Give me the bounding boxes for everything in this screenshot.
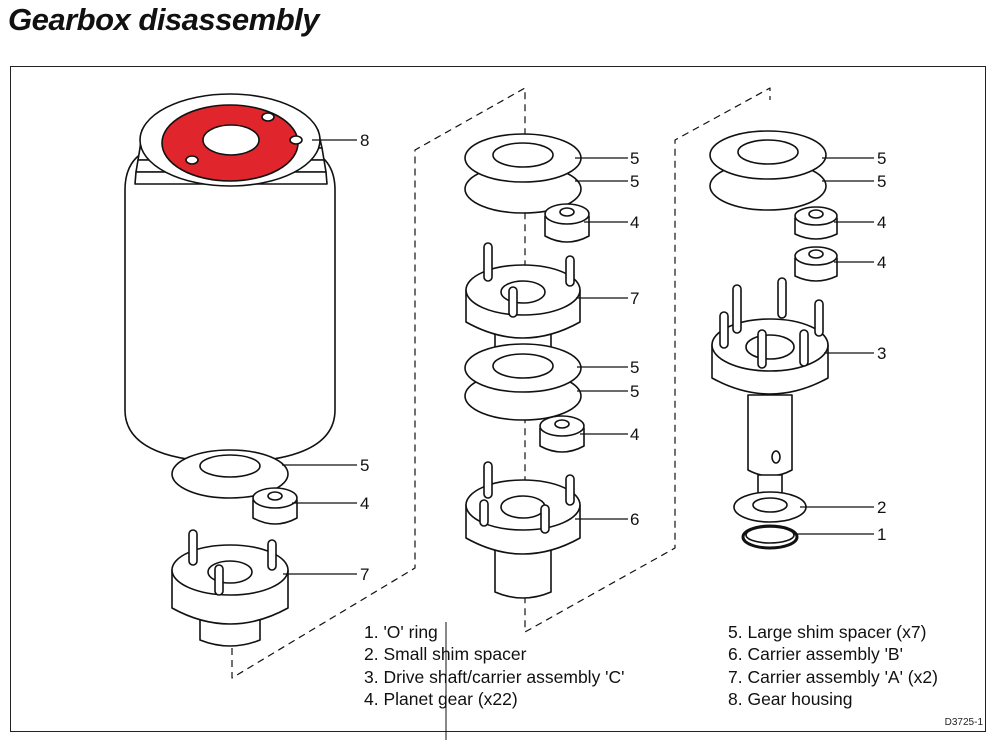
callout-5: 5 [877, 172, 886, 191]
drive-shaft-carrier-c [711, 277, 829, 514]
callout-numbers: 8 5 4 7 5 5 4 7 5 5 4 6 5 5 4 4 3 2 1 [360, 131, 886, 584]
callout-7: 7 [630, 289, 639, 308]
carrier-assembly-b [465, 461, 581, 599]
callout-4: 4 [630, 213, 639, 232]
legend-item: 2. Small shim spacer [364, 644, 527, 665]
o-ring [741, 524, 799, 550]
carrier-assembly-a-left [171, 529, 289, 647]
middle-spacers-lower [464, 343, 582, 421]
page-title: Gearbox disassembly [8, 2, 320, 37]
carrier-assembly-a-middle [465, 242, 581, 367]
leader-lines [282, 139, 874, 740]
callout-5: 5 [360, 456, 369, 475]
callout-1: 1 [877, 525, 886, 544]
callout-4: 4 [360, 494, 369, 513]
legend-item: 3. Drive shaft/carrier assembly 'C' [364, 666, 625, 687]
legend-item: 4. Planet gear (x22) [364, 689, 518, 710]
callout-4: 4 [877, 253, 886, 272]
legend-item: 6. Carrier assembly 'B' [728, 644, 903, 665]
callout-6: 6 [630, 510, 639, 529]
callout-8: 8 [360, 131, 369, 150]
callout-4: 4 [877, 213, 886, 232]
callout-5: 5 [630, 149, 639, 168]
callout-5: 5 [630, 172, 639, 191]
legend-item: 1. 'O' ring [364, 622, 438, 642]
callout-5: 5 [630, 382, 639, 401]
diagram-frame [10, 66, 986, 732]
planet-gear-icon [539, 415, 585, 453]
small-shim-spacer [733, 491, 807, 523]
middle-spacers-top [464, 133, 582, 214]
legend-item: 5. Large shim spacer (x7) [728, 622, 927, 642]
legend-item: 7. Carrier assembly 'A' (x2) [728, 666, 938, 687]
planet-gear-icon [544, 203, 590, 243]
legend-right: 5. Large shim spacer (x7) 6. Carrier ass… [728, 621, 938, 711]
planet-gear-icon [794, 206, 838, 240]
figure-reference: D3725-1 [944, 717, 983, 728]
right-spacers [709, 130, 827, 211]
callout-2: 2 [877, 498, 886, 517]
callout-4: 4 [630, 425, 639, 444]
callout-3: 3 [877, 344, 886, 363]
housing-shim-spacer [171, 449, 289, 499]
callout-5: 5 [630, 358, 639, 377]
callout-7: 7 [360, 565, 369, 584]
callout-5: 5 [877, 149, 886, 168]
gear-housing [124, 93, 336, 463]
legend-item: 8. Gear housing [728, 689, 853, 710]
planet-gear-icon [252, 487, 298, 525]
planet-gear-icon [794, 246, 838, 282]
legend-left: 1. 'O' ring 2. Small shim spacer 3. Driv… [364, 621, 625, 711]
